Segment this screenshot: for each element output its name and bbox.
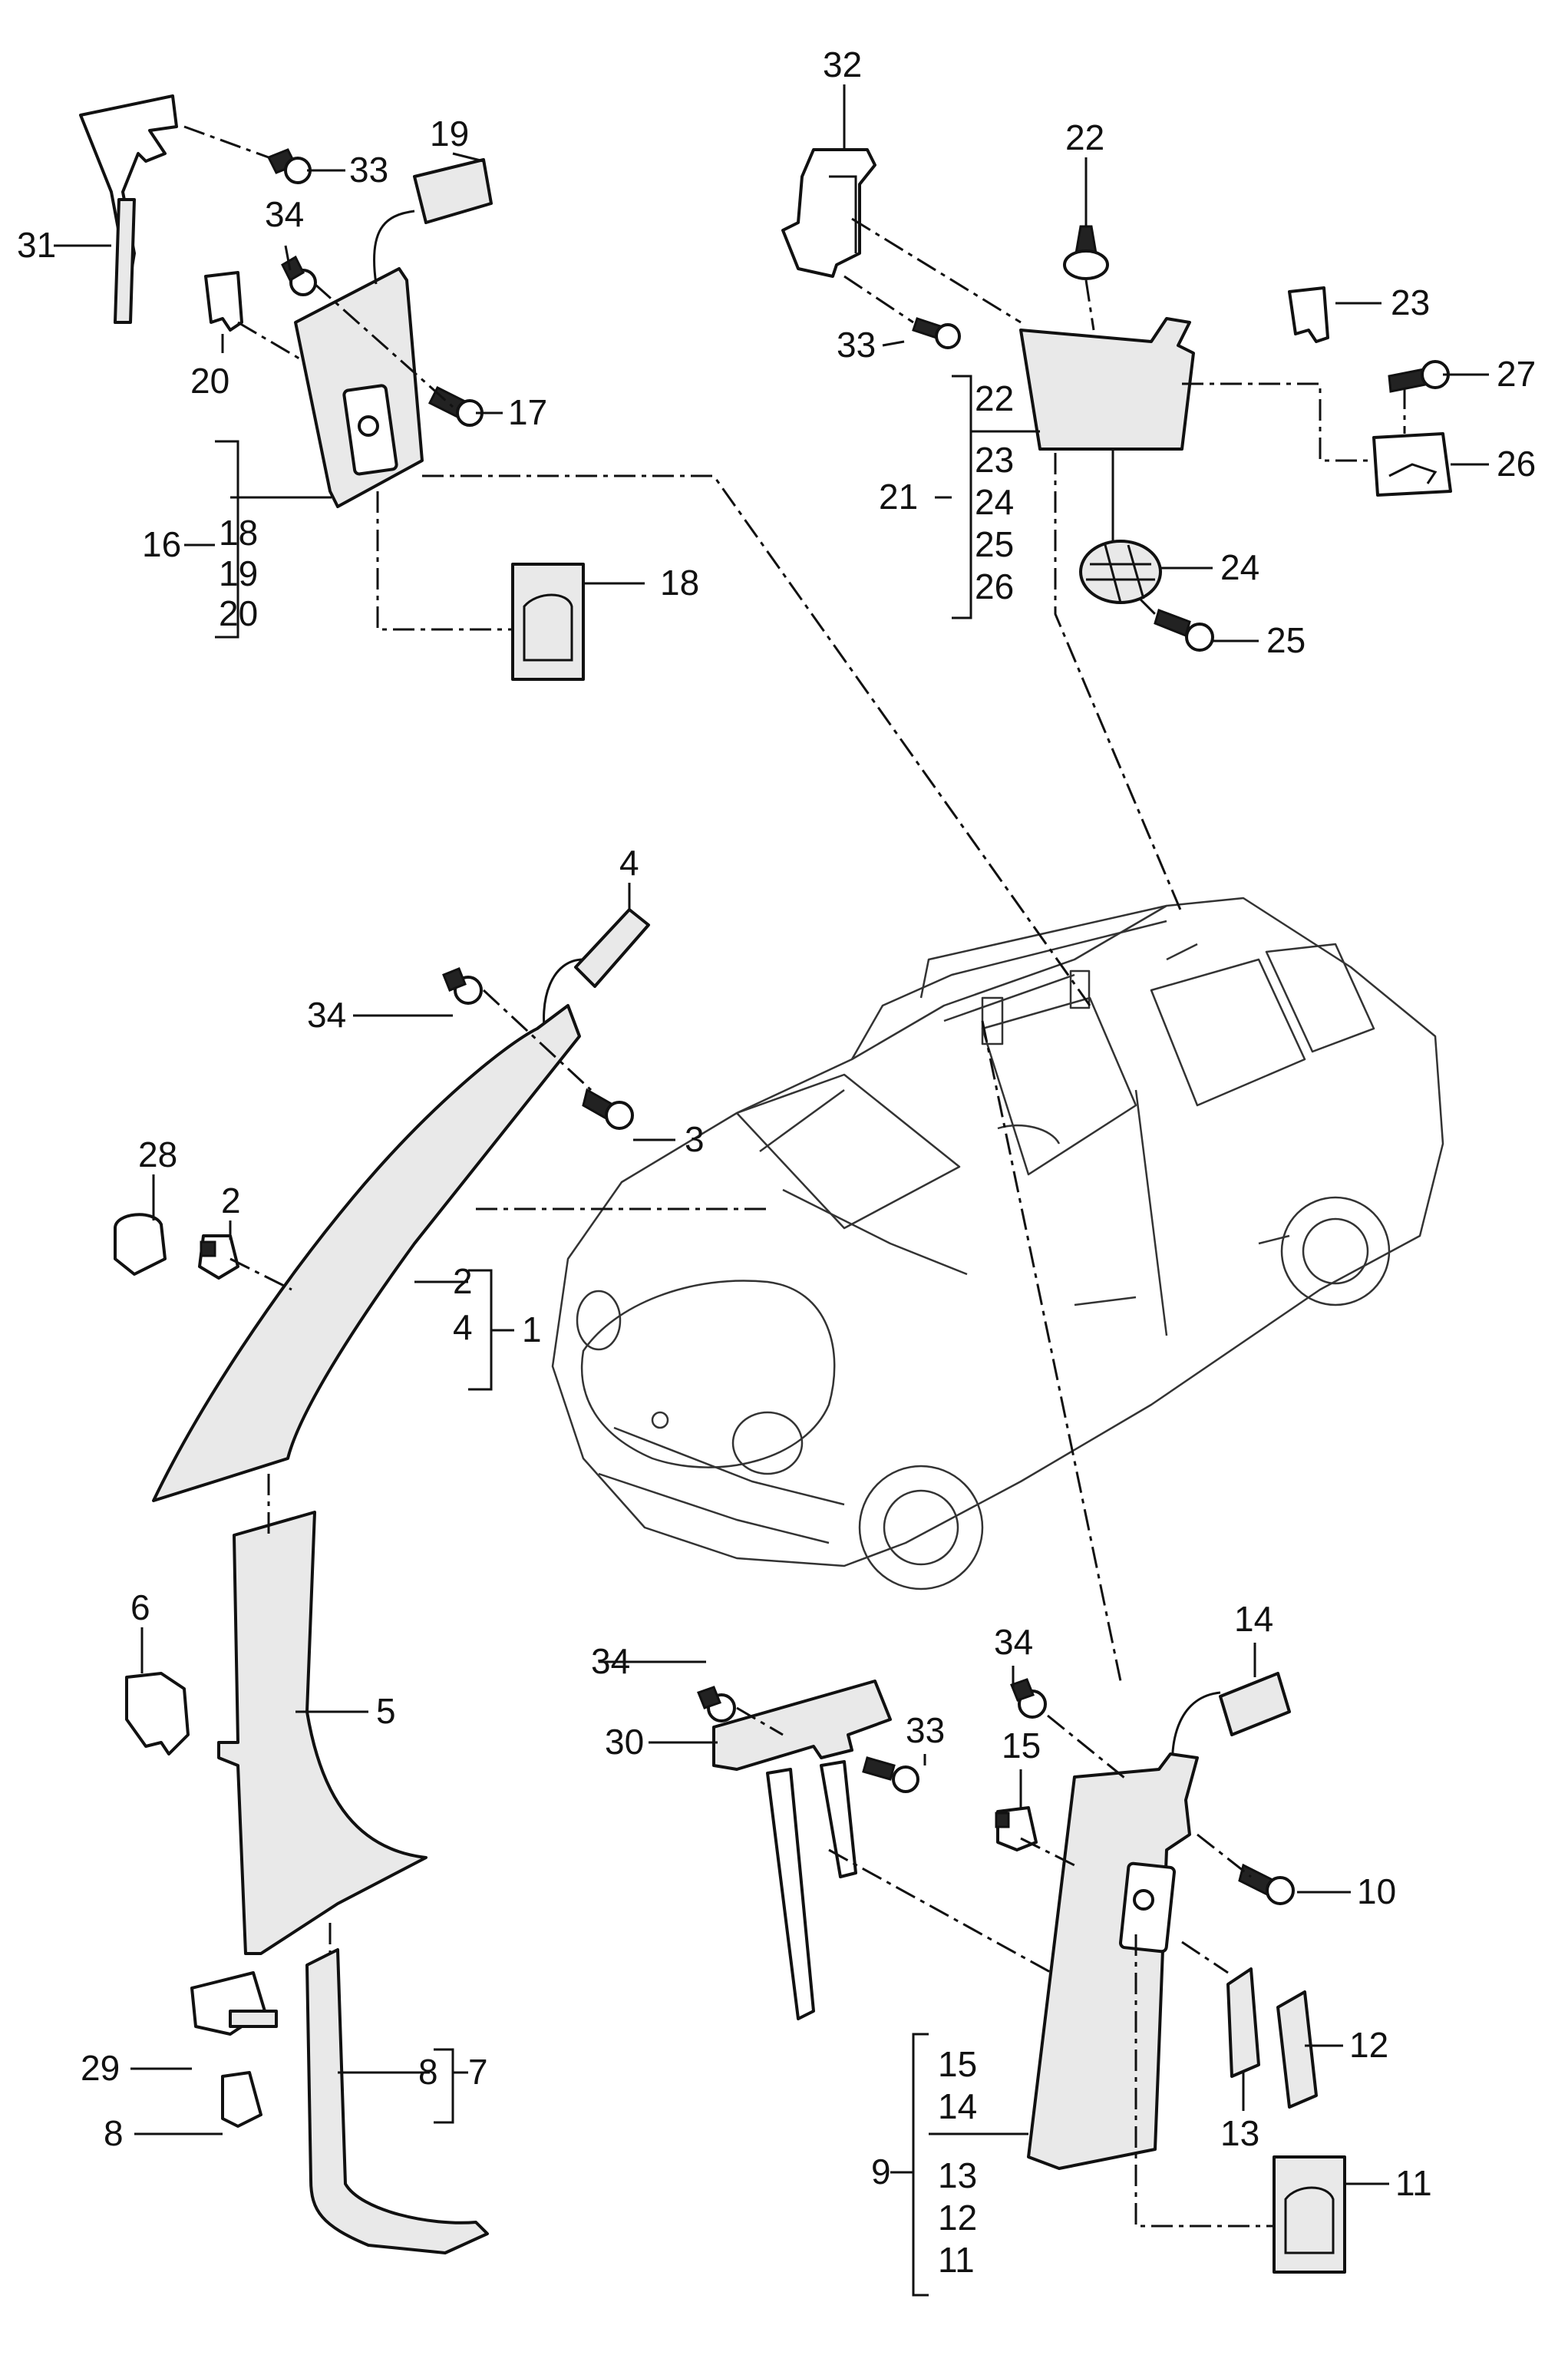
callout-14: 14 (1234, 1599, 1273, 1639)
callout-31: 31 (17, 225, 56, 265)
clip-20 (204, 271, 243, 332)
callout-13: 13 (1220, 2113, 1259, 2153)
callout-26-list: 26 (975, 566, 1014, 606)
callout-25: 25 (1266, 620, 1306, 660)
rail-30 (712, 1680, 892, 1771)
callout-20-list: 20 (219, 593, 258, 633)
callout-34-bottom-left: 34 (591, 1641, 630, 1681)
callout-23: 23 (1391, 282, 1430, 322)
callout-19: 19 (430, 114, 469, 154)
screw-33-bottom (862, 1756, 896, 1781)
callout-26: 26 (1497, 444, 1536, 484)
callout-17: 17 (508, 392, 547, 432)
callout-34-bottom-right: 34 (994, 1622, 1033, 1662)
b-pillar-upper-trim-group (54, 94, 1091, 1006)
callout-23-list: 23 (975, 440, 1014, 480)
pad-14 (1219, 1672, 1291, 1736)
callout-13-list: 13 (938, 2155, 977, 2195)
callout-11: 11 (1395, 2163, 1432, 2203)
callout-2-list: 2 (453, 1261, 473, 1301)
callout-1: 1 (522, 1310, 542, 1349)
clip-8 (221, 2071, 262, 2128)
callout-labels: 31 33 34 19 17 20 16 18 19 20 18 32 22 2… (17, 45, 1536, 2280)
b-pillar-lower-trim-group (599, 1020, 1389, 2297)
callout-18-label: 18 (660, 563, 699, 603)
callout-8: 8 (104, 2113, 124, 2153)
bulb-22 (1074, 225, 1098, 255)
callout-10: 10 (1357, 1871, 1396, 1911)
callout-7: 7 (468, 2052, 488, 2092)
clip-23 (1288, 286, 1329, 343)
roof-trim-group (781, 84, 1489, 914)
callout-20: 20 (190, 361, 229, 401)
callout-34: 34 (265, 194, 304, 234)
a-pillar-trim-group (114, 883, 767, 2254)
callout-34-left: 34 (307, 995, 346, 1035)
lower-trim-5 (217, 1511, 427, 1955)
callout-3: 3 (685, 1119, 705, 1159)
callout-29: 29 (81, 2048, 120, 2088)
plate-13 (1226, 1967, 1260, 2078)
clip-strip-30-right (820, 1760, 857, 1878)
callout-28: 28 (138, 1135, 177, 1174)
grille-24 (1079, 540, 1162, 604)
callout-22-list: 22 (975, 378, 1014, 418)
callout-27: 27 (1497, 354, 1536, 394)
callout-4: 4 (619, 843, 639, 883)
callout-21: 21 (879, 477, 918, 517)
callout-16: 16 (142, 524, 181, 564)
callout-2: 2 (221, 1181, 241, 1220)
vehicle-illustration (551, 897, 1444, 1590)
clip-strip-30-left (766, 1768, 815, 2020)
b-pillar-trim-9 (1027, 1752, 1199, 2170)
callout-24: 24 (1220, 547, 1259, 587)
callout-32: 32 (823, 45, 862, 84)
callout-11-list: 11 (938, 2240, 975, 2280)
callout-6: 6 (130, 1587, 150, 1627)
screw-25 (1154, 609, 1191, 638)
callout-14-list: 14 (938, 2086, 977, 2126)
callout-9: 9 (871, 2152, 891, 2192)
callout-8-list: 8 (418, 2052, 438, 2092)
roof-trim-panel-21 (1019, 317, 1195, 451)
callout-12-list: 12 (938, 2198, 977, 2238)
clip-6 (125, 1672, 190, 1756)
callout-33-bottom: 33 (906, 1710, 945, 1750)
sill-trim-7 (305, 1948, 489, 2254)
callout-5: 5 (376, 1691, 396, 1731)
callout-33: 33 (349, 150, 388, 190)
callout-22: 22 (1065, 117, 1104, 157)
plug-28 (114, 1213, 167, 1276)
bracket-32 (781, 148, 876, 278)
callout-15: 15 (1002, 1726, 1041, 1765)
pad-4 (574, 908, 650, 988)
callout-15-list: 15 (938, 2044, 977, 2084)
callout-25-list: 25 (975, 524, 1014, 564)
callout-24-list: 24 (975, 482, 1014, 522)
callout-18: 18 (219, 513, 258, 553)
pad-19 (413, 158, 493, 224)
callout-19-list: 19 (219, 553, 258, 593)
a-pillar-trim-1 (152, 1004, 581, 1502)
callout-30: 30 (605, 1722, 644, 1762)
callout-33-top-right: 33 (837, 325, 876, 365)
callout-4-list: 4 (453, 1307, 473, 1347)
callout-12: 12 (1349, 2025, 1388, 2065)
plate-12 (1276, 1990, 1318, 2109)
